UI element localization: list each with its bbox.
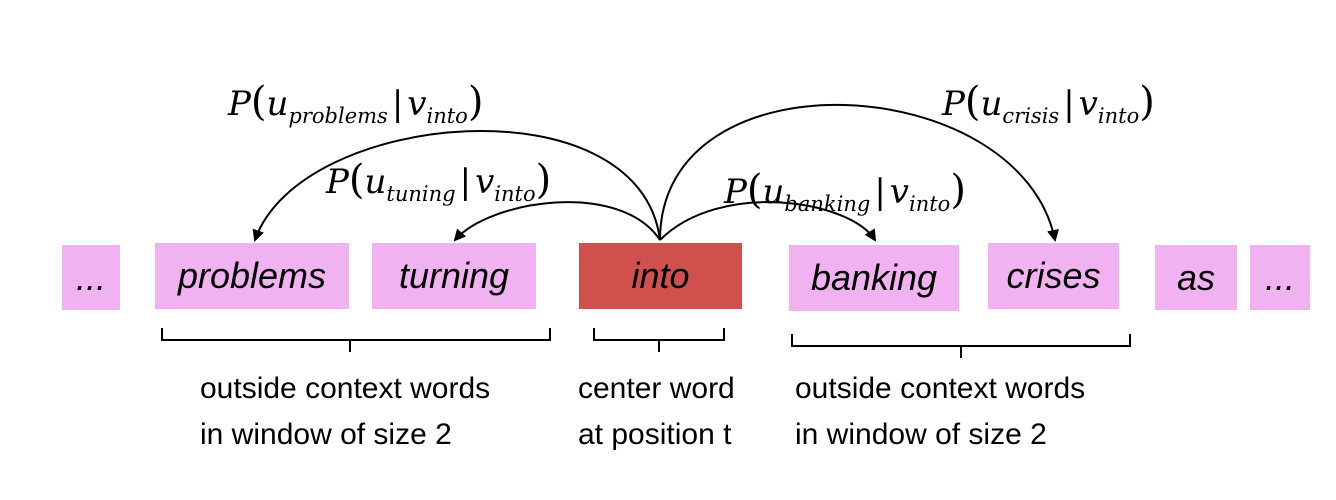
arrow-into-to-crises [659,103,1059,242]
brace-right [791,334,1131,358]
caption-line: center word [578,372,735,405]
caption-center-word: center word at position t [578,366,735,458]
caption-line: at position t [578,418,732,451]
word-box-ellipsis-right: ... [1250,245,1310,310]
prob-v-subscript: into [494,182,536,206]
word-box-as: as [1155,245,1237,310]
word-box-turning: turning [372,243,536,309]
prob-u-subscript: banking [784,192,871,216]
arrow-into-to-turning [453,201,661,242]
word-box-ellipsis-left: ... [62,245,120,310]
caption-left-context: outside context words in window of size … [200,366,490,458]
caption-line: outside context words [200,372,491,405]
prob-label-crisis: P(ucrisis|vinto) [942,79,1155,128]
caption-line: in window of size 2 [200,418,452,451]
arrow-into-to-banking [659,201,877,242]
prob-v-subscript: into [909,192,951,216]
prob-label-banking: P(ubanking|vinto) [724,167,966,216]
arrow-into-to-problems [252,130,661,242]
prob-fn: P [724,172,747,212]
word-box-banking: banking [789,245,959,311]
prob-u-subscript: crisis [1002,104,1060,128]
caption-right-context: outside context words in window of size … [795,366,1085,458]
brace-left [161,328,551,352]
prob-v-subscript: into [426,104,468,128]
prob-label-problems: P(uproblems|vinto) [228,79,484,128]
brace-center [593,328,725,352]
word-box-problems: problems [155,243,349,309]
prob-u-subscript: tuning [386,182,456,206]
prob-label-tuning: P(utuning|vinto) [326,157,552,206]
word-box-crises: crises [988,243,1119,309]
prob-v-subscript: into [1097,104,1140,128]
prob-u-subscript: problems [288,104,388,128]
prob-fn: P [326,162,349,202]
prob-fn: P [942,84,965,124]
caption-line: in window of size 2 [795,418,1047,451]
prob-fn: P [228,84,251,124]
word-box-center-into: into [579,243,742,309]
caption-line: outside context words [795,372,1086,405]
